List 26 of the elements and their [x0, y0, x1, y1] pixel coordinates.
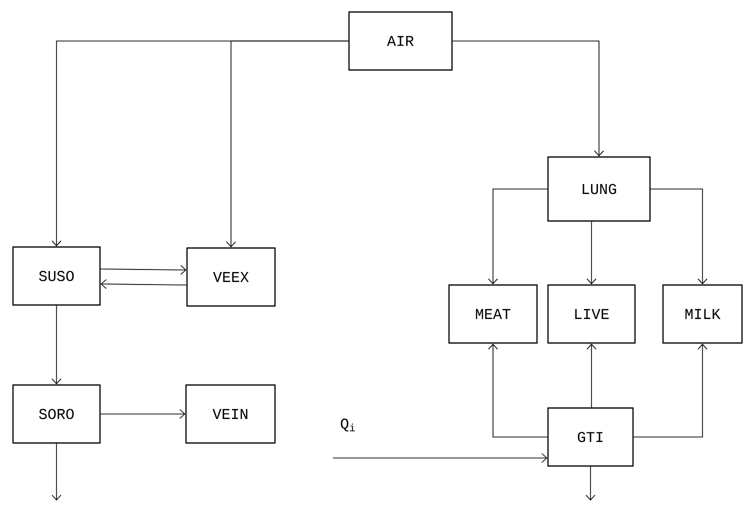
process-box: VEEX	[186, 247, 276, 307]
arrow	[452, 40, 604, 156]
process-box: VEIN	[185, 384, 276, 444]
arrow	[52, 443, 62, 501]
arrow	[650, 188, 708, 284]
arrow	[488, 344, 548, 438]
process-box: MEAT	[448, 284, 538, 344]
process-box: LUNG	[547, 156, 651, 222]
arrow	[586, 466, 596, 501]
process-box: MILK	[662, 284, 743, 344]
arrow	[488, 188, 548, 284]
arrow	[633, 344, 708, 438]
arrow	[586, 221, 596, 284]
arrow	[52, 305, 62, 384]
arrow	[586, 344, 596, 408]
process-box: SUSO	[12, 246, 101, 306]
arrow	[100, 409, 186, 419]
process-box: LIVE	[547, 284, 636, 344]
process-box: GTI	[547, 407, 634, 467]
arrow	[226, 40, 349, 248]
process-box: SORO	[12, 384, 101, 444]
arrow	[100, 265, 186, 275]
arrow	[100, 279, 187, 289]
edge-label: Q$_{i}$	[340, 418, 355, 432]
process-box: AIR	[348, 11, 453, 71]
arrow	[332, 453, 548, 463]
